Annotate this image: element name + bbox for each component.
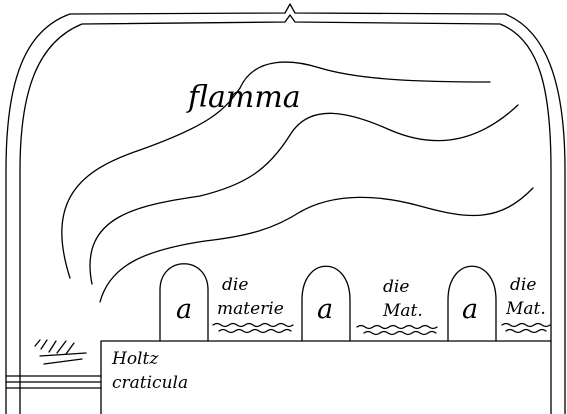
crucible-arch-1: a bbox=[159, 263, 209, 342]
flame-lines bbox=[61, 61, 534, 303]
crucible-label-3: a bbox=[462, 294, 478, 325]
materie-label-3-top: die bbox=[510, 275, 536, 295]
flamma-label: flamma bbox=[186, 80, 301, 115]
crucible-label-2: a bbox=[317, 294, 333, 325]
wood-hatch-marks bbox=[34, 339, 87, 365]
grate-block bbox=[5, 340, 552, 414]
materie-label-1-top: die bbox=[222, 275, 248, 295]
materie-label-2-top: die bbox=[383, 277, 409, 297]
holtz-label: Holtz bbox=[111, 349, 159, 369]
craticula-label: craticula bbox=[112, 373, 188, 393]
materie-label-3-bottom: Mat. bbox=[505, 299, 546, 319]
crucible-arch-3: a bbox=[447, 265, 497, 342]
crucible-label-1: a bbox=[176, 294, 192, 325]
crucible-arch-2: a bbox=[301, 265, 351, 342]
materie-label-1-bottom: materie bbox=[217, 299, 284, 319]
materie-label-2-bottom: Mat. bbox=[382, 301, 423, 321]
wavy-underlines bbox=[212, 322, 551, 336]
furnace-outer-wall bbox=[5, 3, 566, 414]
